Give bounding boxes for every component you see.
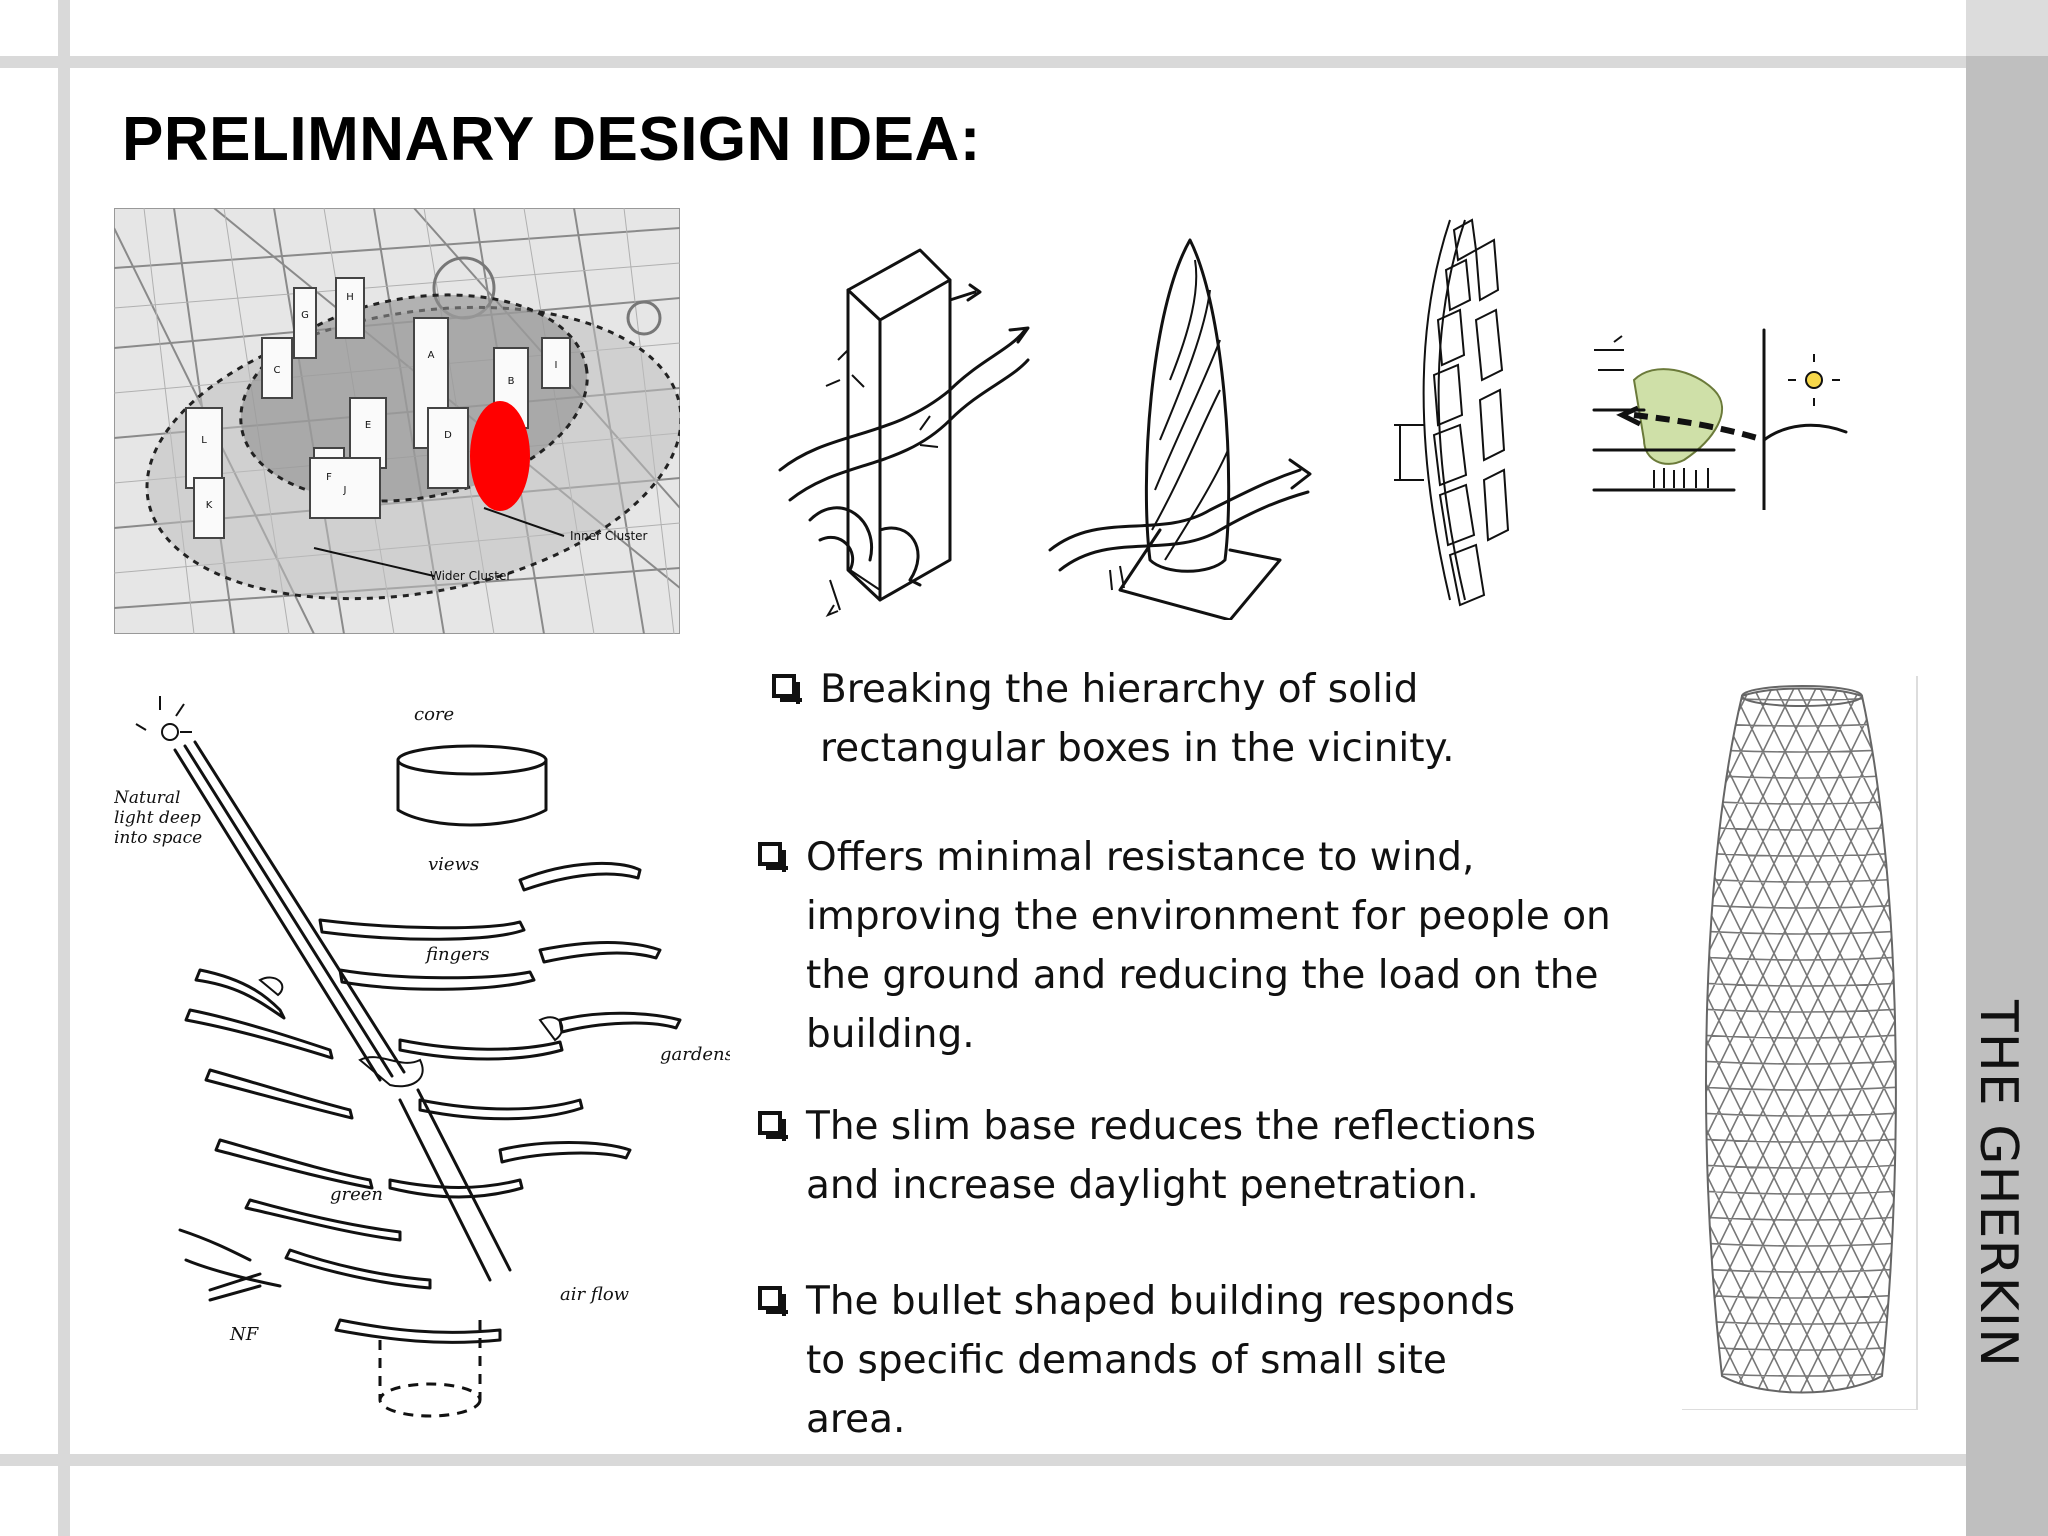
floor-garden-sketch: core views fingers gardens green air flo…	[114, 696, 730, 1418]
label-core: core	[414, 704, 454, 725]
building-letter-e: E	[365, 420, 371, 431]
bullet-line: The slim base reduces the reflections	[806, 1104, 1537, 1149]
wider-cluster-label: Wider Cluster	[430, 569, 511, 583]
building-letter-g: G	[301, 310, 309, 321]
bullet-line: building.	[806, 1012, 975, 1057]
building-letter-k: K	[206, 500, 213, 511]
label-gardens: gardens	[660, 1044, 730, 1065]
bullet-item-4: The bullet shaped building responds to s…	[758, 1272, 1558, 1449]
frame-bottom-line	[0, 1454, 1966, 1466]
label-fingers: fingers	[424, 944, 490, 965]
checkbox-bullet-icon	[758, 1111, 788, 1141]
building-letter-l: L	[201, 435, 207, 446]
label-air-flow: air flow	[560, 1284, 630, 1305]
bullet-line: and increase daylight penetration.	[806, 1163, 1479, 1208]
checkbox-bullet-icon	[758, 1286, 788, 1316]
building-letter-a: A	[428, 350, 435, 361]
label-views: views	[428, 854, 479, 875]
frame-top-line	[0, 56, 1966, 68]
bullet-line: improving the environment for people on	[806, 894, 1611, 939]
diagrid-lattice	[1705, 688, 1896, 1393]
diagrid-tower-render	[1682, 676, 1918, 1410]
page-title: PRELIMNARY DESIGN IDEA:	[122, 105, 981, 174]
bullet-line: area.	[806, 1397, 906, 1442]
site-marker	[470, 401, 530, 511]
bullet-line: Offers minimal resistance to wind,	[806, 835, 1475, 880]
label-natural-light: Natural light deep into space	[114, 788, 203, 848]
site-map-image: G H A B I C E D L F J K Inner Cluster Wi…	[114, 208, 680, 634]
bullet-line: Breaking the hierarchy of solid	[820, 667, 1419, 712]
sidebar	[1966, 0, 2048, 1536]
daylight-section-sketch	[1592, 328, 1848, 510]
wind-flow-sketch-tower	[1048, 238, 1312, 620]
checkbox-bullet-icon	[758, 842, 788, 872]
bullet-line: rectangular boxes in the vicinity.	[820, 726, 1455, 771]
bullet-line: The bullet shaped building responds	[806, 1279, 1516, 1324]
building-letter-h: H	[346, 292, 354, 303]
frame-left-line	[58, 0, 70, 1536]
wind-flow-sketch-box	[778, 248, 1030, 618]
building-letter-i: I	[555, 360, 558, 371]
label-green: green	[330, 1184, 383, 1205]
bullet-line: to specific demands of small site	[806, 1338, 1447, 1383]
bullet-item-3: The slim base reduces the reflections an…	[758, 1097, 1558, 1215]
inner-cluster-label: Inner Cluster	[570, 529, 648, 543]
building-letter-d: D	[444, 430, 452, 441]
label-nf: NF	[229, 1324, 260, 1345]
facade-diagrid-sketch	[1394, 218, 1510, 607]
bullet-item-2: Offers minimal resistance to wind, impro…	[758, 828, 1658, 1064]
side-title: THE GHERKIN	[1968, 1000, 2028, 1368]
bullet-line: the ground and reducing the load on the	[806, 953, 1599, 998]
bullet-item-1: Breaking the hierarchy of solid rectangu…	[772, 660, 1472, 778]
building-letter-f: F	[326, 472, 332, 483]
building-letter-c: C	[274, 365, 281, 376]
checkbox-bullet-icon	[772, 674, 802, 704]
building-letter-b: B	[508, 376, 515, 387]
building-letter-j: J	[343, 485, 347, 496]
sidebar-top-block	[1966, 0, 2048, 56]
